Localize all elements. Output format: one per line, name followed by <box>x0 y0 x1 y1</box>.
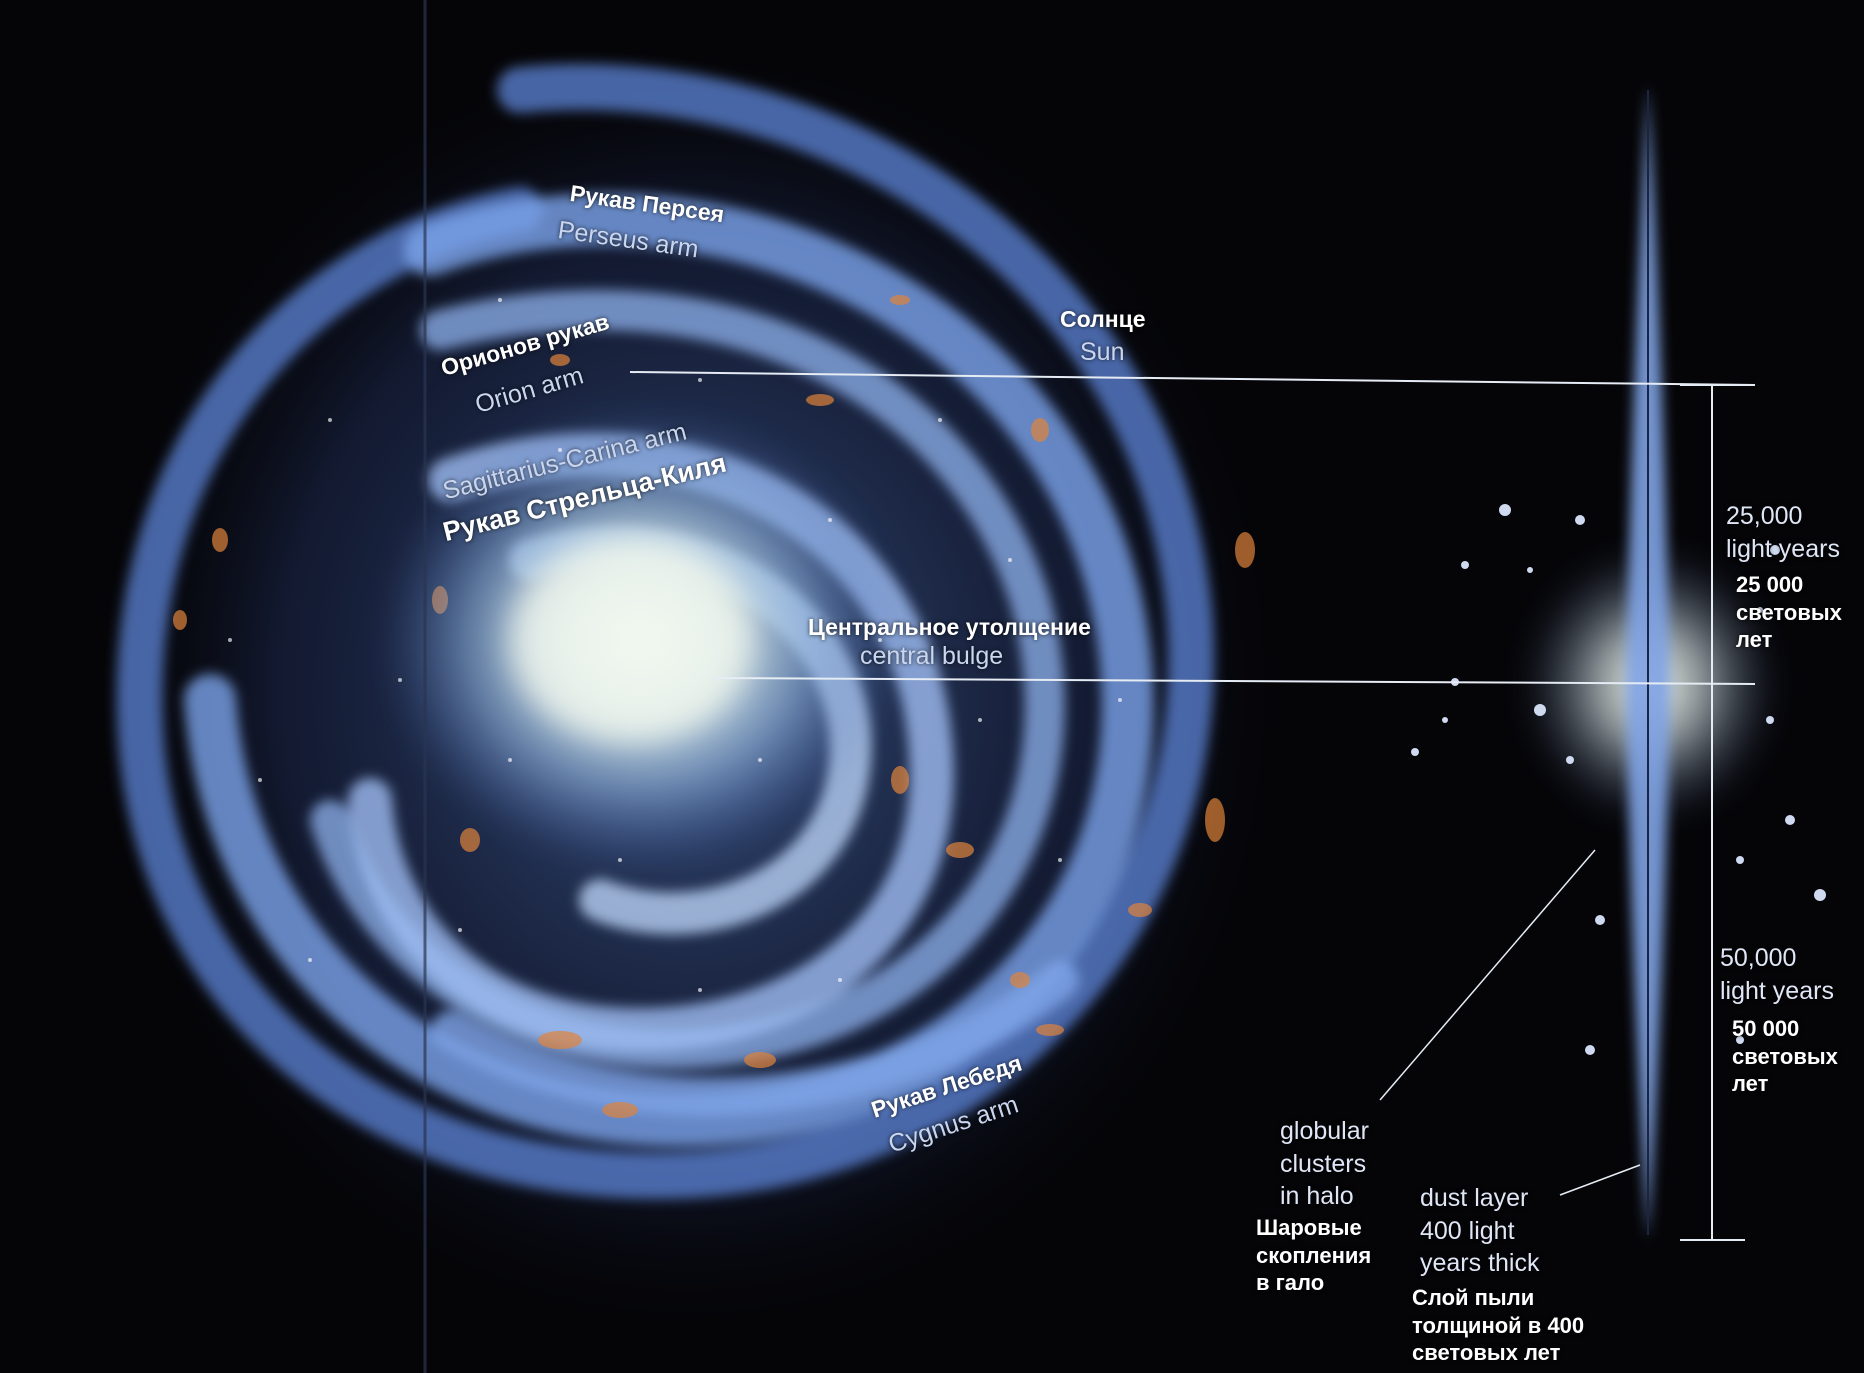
distance-50k-unit-ru-2: лет <box>1732 1071 1769 1096</box>
bulge-label-ru: Центральное утолщение <box>808 614 1091 640</box>
distance-25k-value-en: 25,000 <box>1726 502 1803 530</box>
dust-leader-line <box>1559 1164 1641 1196</box>
distance-50k-value-en: 50,000 <box>1720 944 1797 972</box>
bulge-label-en: central bulge <box>860 642 1004 670</box>
sun-label-en: Sun <box>1080 338 1125 366</box>
distance-25k-label-ru: 25 000 световых лет <box>1736 571 1842 654</box>
distance-25k-unit-ru-2: лет <box>1736 627 1773 652</box>
sun-label-ru: Солнце <box>1060 306 1146 332</box>
dust-en-line-3: years thick <box>1420 1249 1540 1277</box>
cygnus-arm-shape <box>431 961 1079 1116</box>
dust-en-line-1: dust layer <box>1420 1184 1529 1212</box>
distance-50k-value-ru: 50 000 <box>1732 1016 1800 1041</box>
distance-25k-value-ru: 25 000 <box>1736 572 1804 597</box>
dust-ru-line-1: Слой пыли <box>1412 1285 1535 1310</box>
dust-patches <box>173 295 1255 1118</box>
sun-guide-line <box>629 371 1756 386</box>
distance-50k-unit-ru: световых <box>1732 1043 1838 1069</box>
central-bulge-core <box>510 540 750 740</box>
distance-50k-label-ru: 50 000 световых лет <box>1732 1015 1838 1098</box>
globular-clusters <box>1411 504 1826 1055</box>
dust-layer-label-en: dust layer 400 light years thick <box>1420 1182 1539 1280</box>
globular-leader-line <box>1379 849 1596 1101</box>
dust-en-line-2: 400 light <box>1420 1216 1515 1245</box>
globular-clusters-label-ru: Шаровые скопления в гало <box>1256 1214 1371 1297</box>
spiral-arms <box>116 64 1215 1199</box>
distance-50k-unit-en: light years <box>1720 976 1834 1005</box>
distance-25k-unit-en: light years <box>1726 534 1840 563</box>
distance-25k-unit-ru: световых <box>1736 599 1842 625</box>
outer-arm <box>116 64 1215 1199</box>
perseus-arm-shape <box>184 193 1154 1147</box>
globular-ru-line-2: скопления <box>1256 1242 1372 1268</box>
globular-en-line-1: globular <box>1280 1117 1369 1145</box>
distance-50k-label-en: 50,000 light years <box>1720 942 1834 1007</box>
globular-en-line-2: clusters <box>1280 1149 1367 1178</box>
dust-ru-line-2: толщиной в 400 <box>1412 1312 1585 1338</box>
globular-ru-line-1: Шаровые <box>1256 1215 1362 1240</box>
dust-layer-label-ru: Слой пыли толщиной в 400 световых лет <box>1412 1284 1584 1367</box>
globular-ru-line-3: в гало <box>1256 1270 1325 1295</box>
dust-ru-line-3: световых лет <box>1412 1340 1561 1365</box>
distance-25k-label-en: 25,000 light years <box>1726 500 1840 565</box>
globular-en-line-3: in halo <box>1280 1182 1354 1210</box>
field-stars <box>228 298 1122 992</box>
center-guide-line <box>709 677 1756 685</box>
globular-clusters-label-en: globular clusters in halo <box>1280 1115 1369 1213</box>
